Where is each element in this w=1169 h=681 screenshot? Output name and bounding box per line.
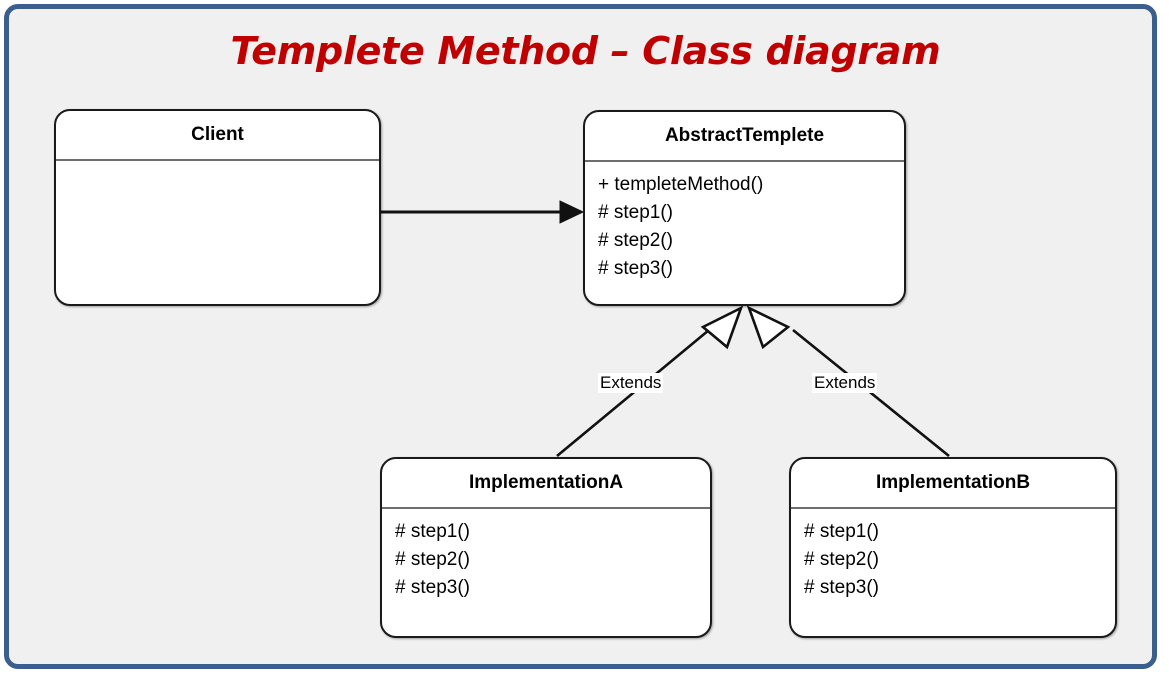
uml-member: # step1() bbox=[598, 202, 673, 223]
edge-line-extends-a bbox=[556, 328, 710, 458]
uml-member: # step2() bbox=[598, 230, 673, 251]
uml-class-name-client: Client bbox=[56, 111, 379, 161]
uml-members-implementationb: # step1() # step2() # step3() bbox=[791, 509, 1115, 602]
uml-member: # step3() bbox=[598, 258, 673, 279]
uml-member: # step2() bbox=[395, 549, 470, 570]
arrowhead-hollow-triangle-b bbox=[746, 305, 791, 350]
uml-member: # step3() bbox=[395, 577, 470, 598]
slide-frame: Templete Method – Class diagram Abstract… bbox=[4, 4, 1157, 669]
uml-member: + templeteMethod() bbox=[598, 174, 764, 195]
uml-class-name-abstracttemplete: AbstractTemplete bbox=[585, 112, 904, 162]
uml-members-client bbox=[56, 161, 379, 170]
edge-line-extends-b bbox=[792, 328, 950, 458]
uml-class-abstracttemplete[interactable]: AbstractTemplete + templeteMethod() # st… bbox=[583, 110, 906, 306]
page-title: Templete Method – Class diagram bbox=[230, 29, 941, 73]
uml-member: # step1() bbox=[395, 521, 470, 542]
uml-class-name-implementationa: ImplementationA bbox=[382, 459, 710, 509]
uml-class-name-implementationb: ImplementationB bbox=[791, 459, 1115, 509]
uml-class-client[interactable]: Client bbox=[54, 109, 381, 306]
arrowhead-hollow-triangle-a bbox=[700, 305, 744, 350]
uml-member: # step2() bbox=[804, 549, 879, 570]
edge-label-extends-a: Extends bbox=[598, 373, 664, 393]
arrowhead-filled-triangle-association bbox=[559, 200, 585, 224]
uml-class-implementationa[interactable]: ImplementationA # step1() # step2() # st… bbox=[380, 457, 712, 638]
uml-member: # step3() bbox=[804, 577, 879, 598]
uml-members-implementationa: # step1() # step2() # step3() bbox=[382, 509, 710, 602]
uml-class-implementationb[interactable]: ImplementationB # step1() # step2() # st… bbox=[789, 457, 1117, 638]
edge-label-extends-b: Extends bbox=[812, 373, 878, 393]
uml-member: # step1() bbox=[804, 521, 879, 542]
uml-members-abstracttemplete: + templeteMethod() # step1() # step2() #… bbox=[585, 162, 904, 283]
edge-client-to-abstracttemplete bbox=[381, 200, 585, 224]
diagram-canvas: AbstractTemplete (association, filled tr… bbox=[9, 9, 1162, 674]
